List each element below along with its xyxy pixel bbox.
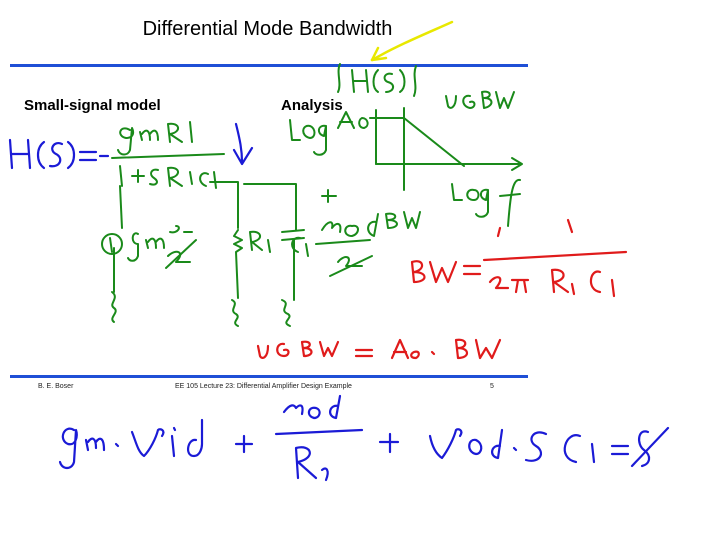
bottom-divider bbox=[10, 375, 528, 378]
top-divider bbox=[10, 64, 528, 67]
footer-author: B. E. Boser bbox=[38, 383, 74, 390]
green-formula-gain bbox=[111, 121, 225, 189]
green-bode-plot bbox=[289, 63, 523, 227]
small-signal-model-heading: Small-signal model bbox=[24, 97, 161, 114]
yellow-arrow bbox=[370, 20, 454, 62]
footer-page-number: 5 bbox=[490, 383, 494, 390]
footer-course: EE 105 Lecture 23: Differential Amplifie… bbox=[175, 383, 352, 390]
green-circuit bbox=[101, 181, 309, 327]
red-bandwidth-equations bbox=[256, 218, 628, 360]
blue-transfer-function bbox=[8, 122, 254, 170]
slide-title: Differential Mode Bandwidth bbox=[142, 18, 393, 40]
blue-node-equation bbox=[58, 394, 670, 482]
analysis-heading: Analysis bbox=[281, 97, 343, 114]
green-vod-labels bbox=[315, 189, 421, 277]
